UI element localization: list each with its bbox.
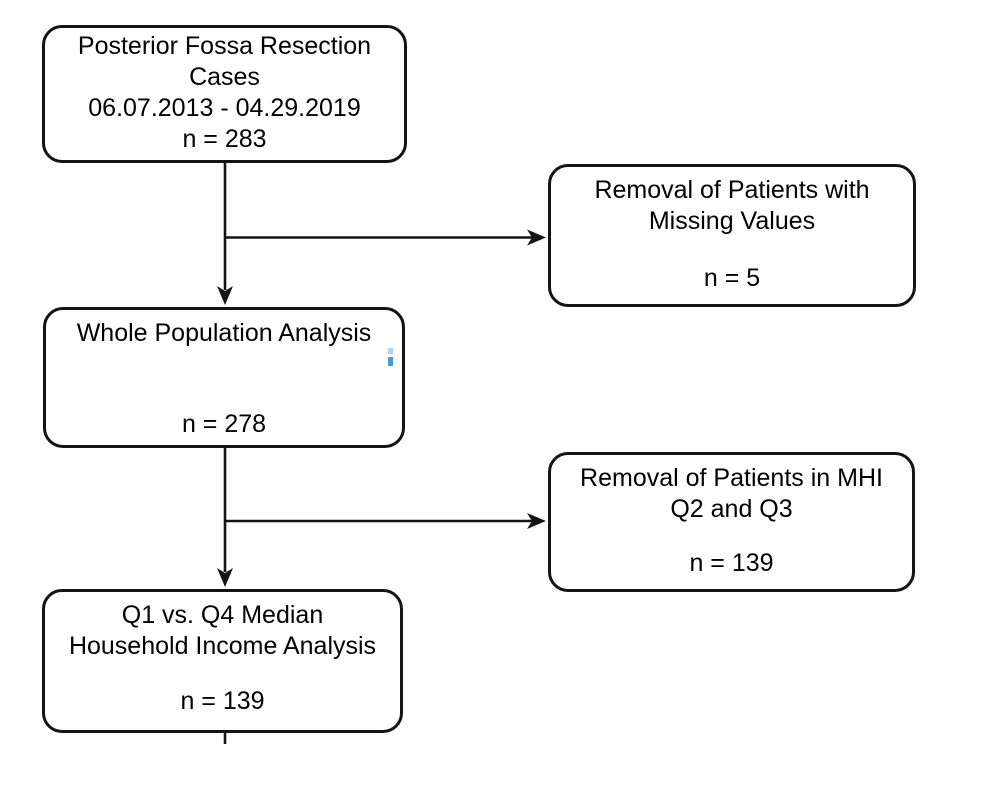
count-label: n = 139	[689, 549, 774, 577]
box-title: Q1 vs. Q4 Median Household Income Analys…	[69, 600, 376, 662]
count-label: n = 5	[703, 264, 761, 292]
title-line: Missing Values	[648, 207, 816, 235]
box-title: Removal of Patients with Missing Values	[594, 175, 869, 237]
arrowhead-right-removal-mhi	[527, 513, 546, 529]
arrowhead-down-q1q4	[217, 568, 233, 587]
count-label: n = 283	[182, 125, 267, 153]
flow-box-removal-mhi-q2-q3: Removal of Patients in MHI Q2 and Q3 n =…	[548, 452, 915, 592]
arrowhead-right-removal-missing	[527, 229, 546, 246]
count-label: n = 139	[180, 687, 265, 715]
box-title: Whole Population Analysis	[77, 318, 372, 349]
title-line: Removal of Patients with	[594, 176, 870, 204]
title-line: Posterior Fossa Resection	[77, 32, 372, 60]
flow-box-q1-q4-income-analysis: Q1 vs. Q4 Median Household Income Analys…	[42, 589, 403, 733]
flow-box-whole-population-analysis: Whole Population Analysis n = 278	[43, 307, 405, 448]
title-line: Removal of Patients in MHI	[580, 464, 883, 492]
title-line: Q1 vs. Q4 Median	[121, 601, 324, 629]
flow-box-removal-missing-values: Removal of Patients with Missing Values …	[548, 164, 916, 307]
scan-artifact-blue-mark	[388, 348, 394, 368]
artifact-dot	[388, 348, 393, 354]
artifact-dot	[388, 357, 393, 366]
title-line: Whole Population Analysis	[76, 319, 372, 347]
box-title: Removal of Patients in MHI Q2 and Q3	[580, 463, 883, 525]
title-line: Q2 and Q3	[670, 495, 793, 523]
title-line: Cases	[189, 63, 260, 91]
title-line: Household Income Analysis	[68, 632, 377, 660]
arrowhead-down-whole-population	[217, 286, 233, 305]
title-line: 06.07.2013 - 04.29.2019	[88, 94, 361, 122]
flow-box-posterior-fossa-cases: Posterior Fossa Resection Cases 06.07.20…	[42, 25, 407, 163]
count-label: n = 278	[181, 410, 267, 438]
box-title: Posterior Fossa Resection Cases 06.07.20…	[78, 31, 371, 124]
